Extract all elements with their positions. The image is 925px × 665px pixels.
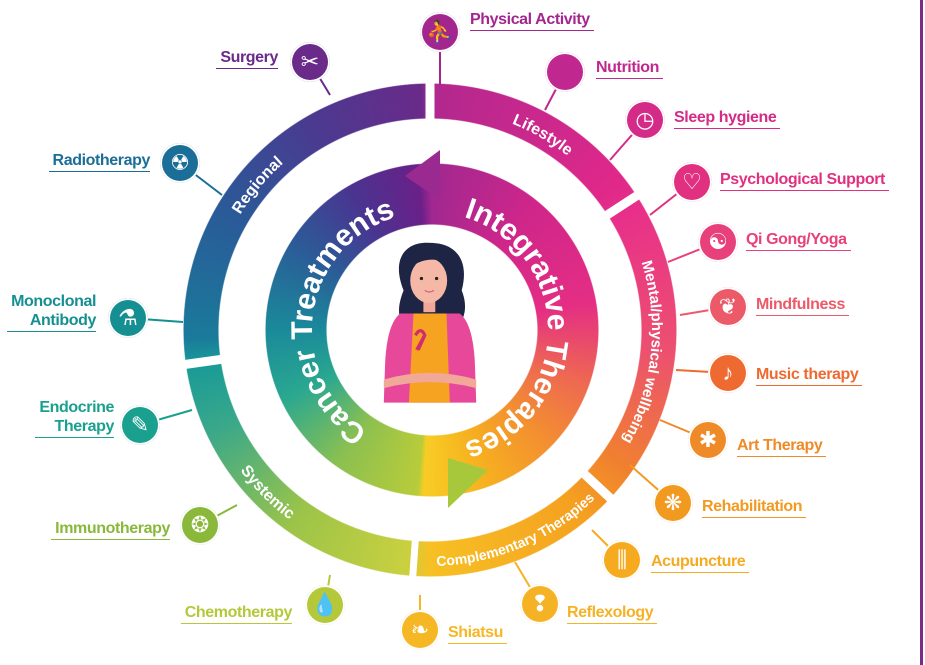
yin-yang-icon: ☯ [698, 222, 738, 262]
arrow-head-icon [448, 458, 488, 508]
item-label: Immunotherapy [51, 519, 170, 540]
item-label: Qi Gong/Yoga [746, 230, 851, 251]
arrow-head-icon [405, 150, 440, 200]
cancer-treatments-label: Cancer Treatments [286, 192, 398, 451]
item-label: Psychological Support [720, 170, 889, 191]
item-label: Acupuncture [651, 552, 750, 573]
item-label: Physical Activity [470, 10, 594, 31]
radiation-icon: ☢ [160, 143, 200, 183]
ring-gap [408, 534, 420, 585]
item-label: Radiotherapy [48, 151, 150, 172]
item-label: Art Therapy [737, 436, 827, 457]
alarm-clock-icon: ◷ [625, 100, 665, 140]
woman-illustration [383, 242, 477, 403]
ring-gap [176, 354, 228, 370]
ring-gaps [176, 75, 647, 585]
running-icon: ⛹ [420, 12, 460, 52]
segment-lifestyle-label: Lifestyle [510, 112, 576, 160]
segment-mental-label: Mental/physical wellbeing [619, 258, 665, 446]
item-label: Chemotherapy [180, 603, 292, 624]
item-label: Endocrine Therapy [35, 398, 114, 438]
item-label: Music therapy [756, 365, 863, 386]
droplet-icon: 💧 [305, 585, 345, 625]
apple-icon [545, 52, 585, 92]
item-label: Nutrition [596, 58, 664, 79]
item-label: Rehabilitation [702, 497, 807, 518]
palette-icon: ✱ [688, 420, 728, 460]
item-label: Reflexology [567, 603, 658, 624]
segment-systemic-label: Systemic [237, 462, 298, 523]
needles-icon: ⫼ [602, 540, 642, 580]
music-note-icon: ♪ [708, 353, 748, 393]
leaf-hand-icon: ❧ [400, 610, 440, 650]
flower-icon: ❋ [653, 483, 693, 523]
head-heart-icon: ♡ [672, 162, 712, 202]
segment-complementary-label: Complementary Therapies [436, 489, 597, 569]
frame-border [920, 0, 923, 665]
scissors-icon: ✂ [290, 42, 330, 82]
ring-gap [599, 187, 647, 223]
lotus-icon: ❦ [708, 287, 748, 327]
microscope-icon: ⚗ [108, 298, 148, 338]
item-label: Surgery [216, 48, 278, 69]
segment-regional-label: Regional [229, 153, 286, 216]
item-label: Mindfulness [756, 295, 849, 316]
item-label: Monoclonal Antibody [7, 292, 96, 332]
integrative-therapies-label: Integrative Therapies [461, 192, 574, 468]
feet-icon: ❢ [520, 584, 560, 624]
item-label: Sleep hygiene [674, 108, 781, 129]
pill-icon: ✎ [120, 405, 160, 445]
ring-gap [576, 466, 620, 508]
item-label: Shiatsu [448, 623, 507, 644]
cells-icon: ❂ [180, 505, 220, 545]
